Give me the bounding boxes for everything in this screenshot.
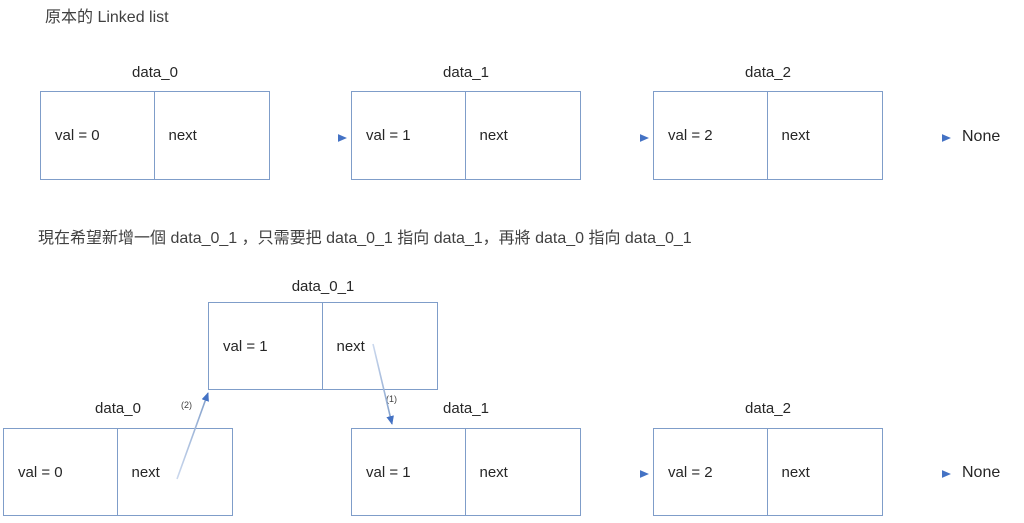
node-data-2-bottom: val = 2 next <box>653 428 883 516</box>
node-val-cell: val = 1 <box>352 429 466 515</box>
none-terminator-bottom: None <box>962 464 1001 481</box>
node-label-data-1-bottom: data_1 <box>443 400 489 417</box>
node-next-cell: next <box>131 463 160 481</box>
node-label-data-1-top: data_1 <box>443 64 489 81</box>
node-next-cell: next <box>781 127 810 144</box>
node-next-cell: next <box>336 337 365 355</box>
node-data-0-top: val = 0 next <box>40 91 270 180</box>
node-data-0-1: val = 1 next <box>208 302 438 390</box>
node-val-cell: val = 0 <box>4 429 118 515</box>
node-data-2-top: val = 2 next <box>653 91 883 180</box>
step-label-2: (2) <box>181 400 192 410</box>
middle-caption: 現在希望新增一個 data_0_1 ，只需要把 data_0_1 指向 data… <box>38 230 692 247</box>
node-next-cell: next <box>479 463 508 481</box>
node-data-1-top: val = 1 next <box>351 91 581 180</box>
node-label-data-0-top: data_0 <box>132 64 178 81</box>
node-val-cell: val = 1 <box>209 303 323 389</box>
node-next-cell: next <box>168 127 197 144</box>
node-val-cell: val = 1 <box>352 92 466 179</box>
node-val-cell: val = 0 <box>41 92 155 179</box>
none-terminator-top: None <box>962 128 1001 145</box>
node-val-cell: val = 2 <box>654 429 768 515</box>
node-next-cell: next <box>479 127 508 144</box>
node-label-data-2-bottom: data_2 <box>745 400 791 417</box>
node-label-data-2-top: data_2 <box>745 64 791 81</box>
node-data-1-bottom: val = 1 next <box>351 428 581 516</box>
node-next-cell: next <box>781 463 810 481</box>
node-label-data-0-1: data_0_1 <box>291 278 355 295</box>
top-caption: 原本的 Linked list <box>45 9 169 26</box>
node-data-0-bottom: val = 0 next <box>3 428 233 516</box>
step-label-1: (1) <box>386 394 397 404</box>
node-val-cell: val = 2 <box>654 92 768 179</box>
node-label-data-0-bottom: data_0 <box>95 400 141 417</box>
